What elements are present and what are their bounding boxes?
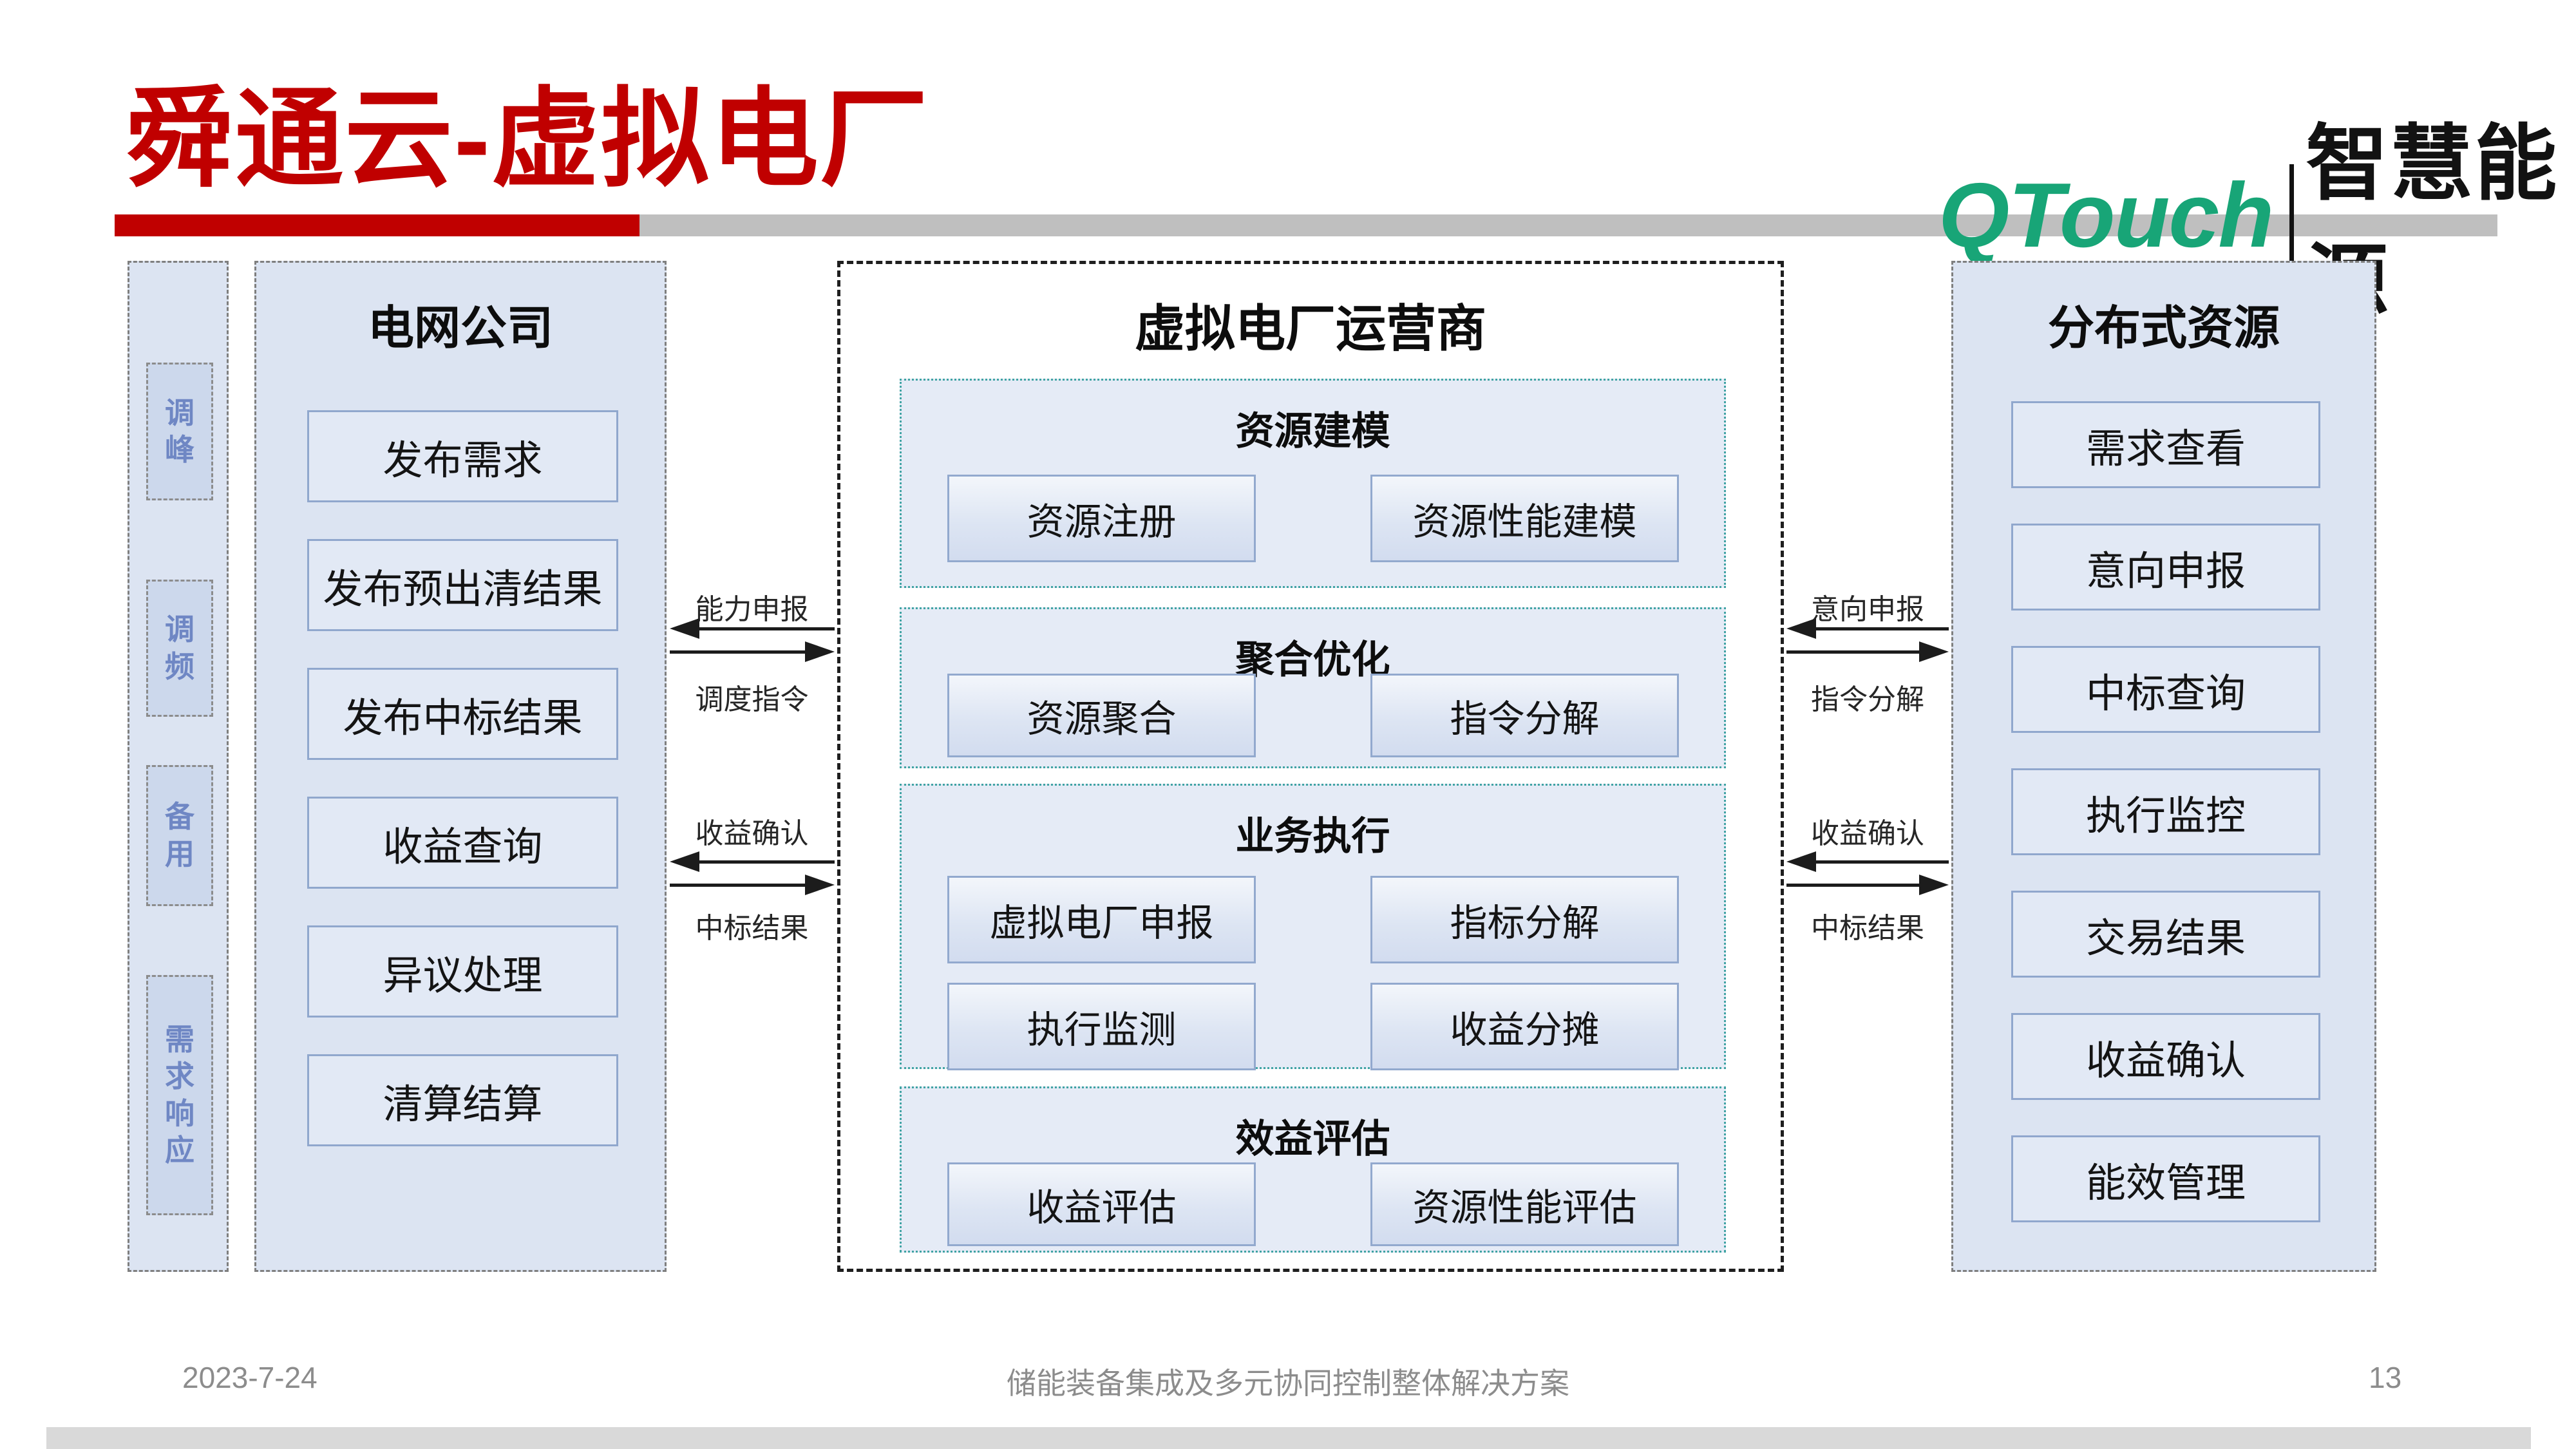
res-item-transaction-result: 交易结果 <box>2011 891 2320 978</box>
arrow-left-icon <box>670 618 835 639</box>
logo-divider <box>2289 164 2295 267</box>
res-item-execution-monitoring: 执行监控 <box>2011 768 2320 855</box>
vpp-operator-panel: 虚拟电厂运营商 资源建模 资源注册 资源性能建模 聚合优化 资源聚合 指令分解 … <box>837 261 1784 1272</box>
link-label-winning-result: 中标结果 <box>695 913 809 944</box>
res-item-demand-view: 需求查看 <box>2011 401 2320 488</box>
vpp-item-resource-registration: 资源注册 <box>947 475 1256 562</box>
vpp-item-revenue-evaluation: 收益评估 <box>947 1162 1256 1246</box>
section-title: 聚合优化 <box>1235 638 1390 681</box>
distributed-resources-panel: 分布式资源 需求查看 意向申报 中标查询 执行监控 交易结果 收益确认 能效管理 <box>1951 261 2376 1272</box>
grid-item-publish-demand: 发布需求 <box>307 410 618 502</box>
arrow-right-icon <box>670 641 835 662</box>
link-label-capability-declaration: 能力申报 <box>695 594 809 625</box>
arrow-right-icon <box>1786 875 1949 895</box>
section-business-execution: 业务执行 虚拟电厂申报 指标分解 执行监测 收益分摊 <box>900 784 1726 1070</box>
vpp-item-resource-aggregation: 资源聚合 <box>947 674 1256 757</box>
link-label-command-decomposition: 指令分解 <box>1811 684 1924 715</box>
vpp-item-execution-monitoring: 执行监测 <box>947 983 1256 1070</box>
grid-item-publish-winning-result: 发布中标结果 <box>307 668 618 760</box>
footer-bar <box>46 1427 2531 1449</box>
grid-company-title: 电网公司 <box>367 303 553 354</box>
res-item-revenue-confirmation: 收益确认 <box>2011 1013 2320 1100</box>
arrow-right-icon <box>1786 641 1949 662</box>
service-chip-label: 调峰 <box>165 395 194 467</box>
title-underline-gray <box>639 214 2497 236</box>
link-label-revenue-confirmation: 收益确认 <box>695 818 809 849</box>
service-chip-label: 备用 <box>165 800 194 871</box>
vpp-item-resource-performance-evaluation: 资源性能评估 <box>1370 1162 1679 1246</box>
footer-caption: 储能装备集成及多元协同控制整体解决方案 <box>1007 1367 1569 1400</box>
vpp-item-vpp-declaration: 虚拟电厂申报 <box>947 876 1256 963</box>
service-chip-frequency-regulation: 调频 <box>146 580 213 717</box>
service-types-sidebar: 调峰 调频 备用 需求响应 <box>128 261 229 1272</box>
res-item-intention-declaration: 意向申报 <box>2011 524 2320 611</box>
grid-item-revenue-query: 收益查询 <box>307 797 618 889</box>
footer-date: 2023-7-24 <box>182 1361 317 1394</box>
link-label-dispatch-command: 调度指令 <box>695 684 809 715</box>
section-aggregation-optimization: 聚合优化 资源聚合 指令分解 <box>900 607 1726 768</box>
arrow-left-icon <box>1786 851 1949 872</box>
arrow-right-icon <box>670 875 835 895</box>
grid-item-publish-preclearing-result: 发布预出清结果 <box>307 539 618 631</box>
grid-vpp-links: 能力申报 调度指令 收益确认 中标结果 <box>667 261 837 1272</box>
section-title: 资源建模 <box>1235 410 1390 453</box>
section-title: 效益评估 <box>1235 1117 1390 1160</box>
vpp-item-resource-performance-modeling: 资源性能建模 <box>1370 475 1679 562</box>
res-item-energy-efficiency-management: 能效管理 <box>2011 1135 2320 1222</box>
arrow-left-icon <box>1786 618 1949 639</box>
service-chip-label: 调频 <box>165 612 194 683</box>
page-title: 舜通云-虚拟电厂 <box>126 79 929 200</box>
grid-item-clearing-settlement: 清算结算 <box>307 1054 618 1146</box>
arrow-left-icon <box>670 851 835 872</box>
section-resource-modeling: 资源建模 资源注册 资源性能建模 <box>900 379 1726 588</box>
grid-item-dispute-handling: 异议处理 <box>307 925 618 1018</box>
vpp-resource-links: 意向申报 指令分解 收益确认 中标结果 <box>1784 261 1951 1272</box>
title-underline-red <box>115 214 639 236</box>
service-chip-reserve: 备用 <box>146 765 213 906</box>
service-chip-label: 需求响应 <box>165 1022 194 1168</box>
link-label-intention-declaration: 意向申报 <box>1811 594 1924 625</box>
section-title: 业务执行 <box>1235 815 1390 858</box>
service-chip-demand-response: 需求响应 <box>146 975 213 1215</box>
vpp-operator-title: 虚拟电厂运营商 <box>1134 300 1486 357</box>
vpp-item-revenue-allocation: 收益分摊 <box>1370 983 1679 1070</box>
service-chip-peak-shaving: 调峰 <box>146 363 213 500</box>
link-label-winning-result: 中标结果 <box>1811 913 1924 944</box>
section-benefit-evaluation: 效益评估 收益评估 资源性能评估 <box>900 1086 1726 1253</box>
vpp-item-command-decomposition: 指令分解 <box>1370 674 1679 757</box>
grid-company-panel: 电网公司 发布需求 发布预出清结果 发布中标结果 收益查询 异议处理 清算结算 <box>254 261 667 1272</box>
res-item-winning-query: 中标查询 <box>2011 646 2320 733</box>
logo-brand-text: QTouch <box>1938 164 2274 267</box>
footer-page-number: 13 <box>2369 1361 2402 1394</box>
vpp-item-indicator-decomposition: 指标分解 <box>1370 876 1679 963</box>
distributed-resources-title: 分布式资源 <box>2047 303 2280 354</box>
link-label-revenue-confirmation: 收益确认 <box>1811 818 1924 849</box>
